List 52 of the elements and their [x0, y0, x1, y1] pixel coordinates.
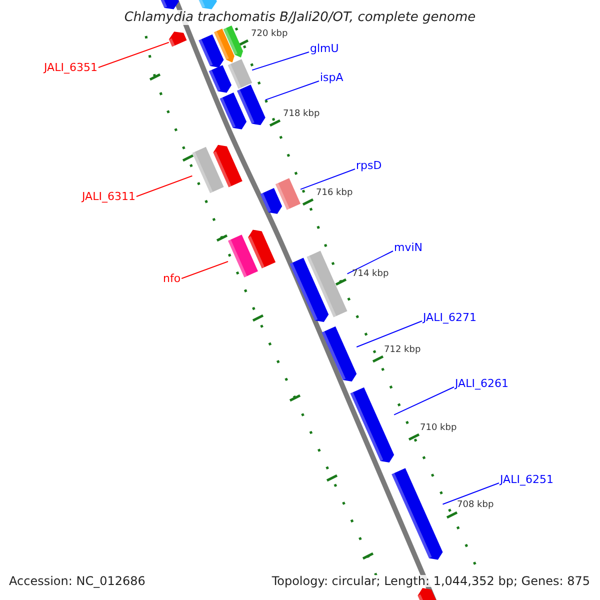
leader-line [394, 386, 454, 416]
gene-feature [198, 34, 224, 68]
gene-label: JALI_6271 [423, 312, 476, 323]
gene-label: mviN [394, 242, 423, 253]
gene-feature [214, 28, 234, 62]
scale-label: 720 kbp [251, 30, 288, 39]
scale-label: 708 kbp [457, 501, 494, 510]
gene-feature [192, 146, 224, 194]
gene-feature [306, 250, 348, 318]
leader-line [252, 52, 310, 71]
gene-label: JALI_6311 [82, 191, 136, 202]
gene-feature [322, 326, 357, 382]
gene-feature [392, 468, 443, 560]
gene-feature [197, 0, 217, 10]
leader-line [181, 261, 229, 279]
gene-feature [290, 258, 329, 322]
leader-line [300, 168, 356, 190]
gene-feature [220, 92, 247, 130]
gene-feature [228, 234, 258, 278]
leader-line [136, 175, 193, 197]
scale-label: 710 kbp [420, 424, 457, 433]
gene-feature [159, 0, 179, 10]
gene-feature [275, 178, 301, 210]
gene-label: ispA [320, 72, 344, 83]
footer-text: Topology: circular; Length: 1,044,352 bp; Genes: 875 [272, 575, 590, 587]
gene-feature [168, 32, 187, 47]
gene-label: glmU [310, 43, 339, 54]
gene-feature [228, 59, 252, 89]
gene-label: JALI_6251 [500, 474, 554, 485]
leader-line [264, 80, 320, 100]
gene-feature [260, 188, 282, 214]
scale-label: 712 kbp [384, 346, 421, 355]
leader-line [356, 320, 422, 348]
gene-feature [237, 84, 266, 126]
gene-label: rpsD [356, 160, 382, 171]
gene-feature [418, 588, 438, 600]
gene-label: JALI_6261 [455, 378, 508, 389]
gene-feature [350, 387, 394, 463]
gene-feature [213, 144, 242, 188]
title: Chlamydia trachomatis B/Jali20/OT, complete genome [122, 10, 478, 25]
gene-feature [223, 26, 243, 58]
footer-text: Accession: NC_012686 [9, 575, 146, 587]
scale-label: 718 kbp [283, 110, 320, 119]
gene-feature [208, 65, 232, 93]
scale-label: 714 kbp [352, 270, 389, 279]
gene-label: JALI_6351 [44, 62, 98, 73]
gene-feature [248, 230, 276, 268]
scale-label: 716 kbp [316, 189, 353, 198]
leader-line [98, 42, 170, 68]
leader-line [442, 482, 500, 505]
leader-line [346, 250, 394, 274]
gene-label: nfo [163, 273, 181, 284]
